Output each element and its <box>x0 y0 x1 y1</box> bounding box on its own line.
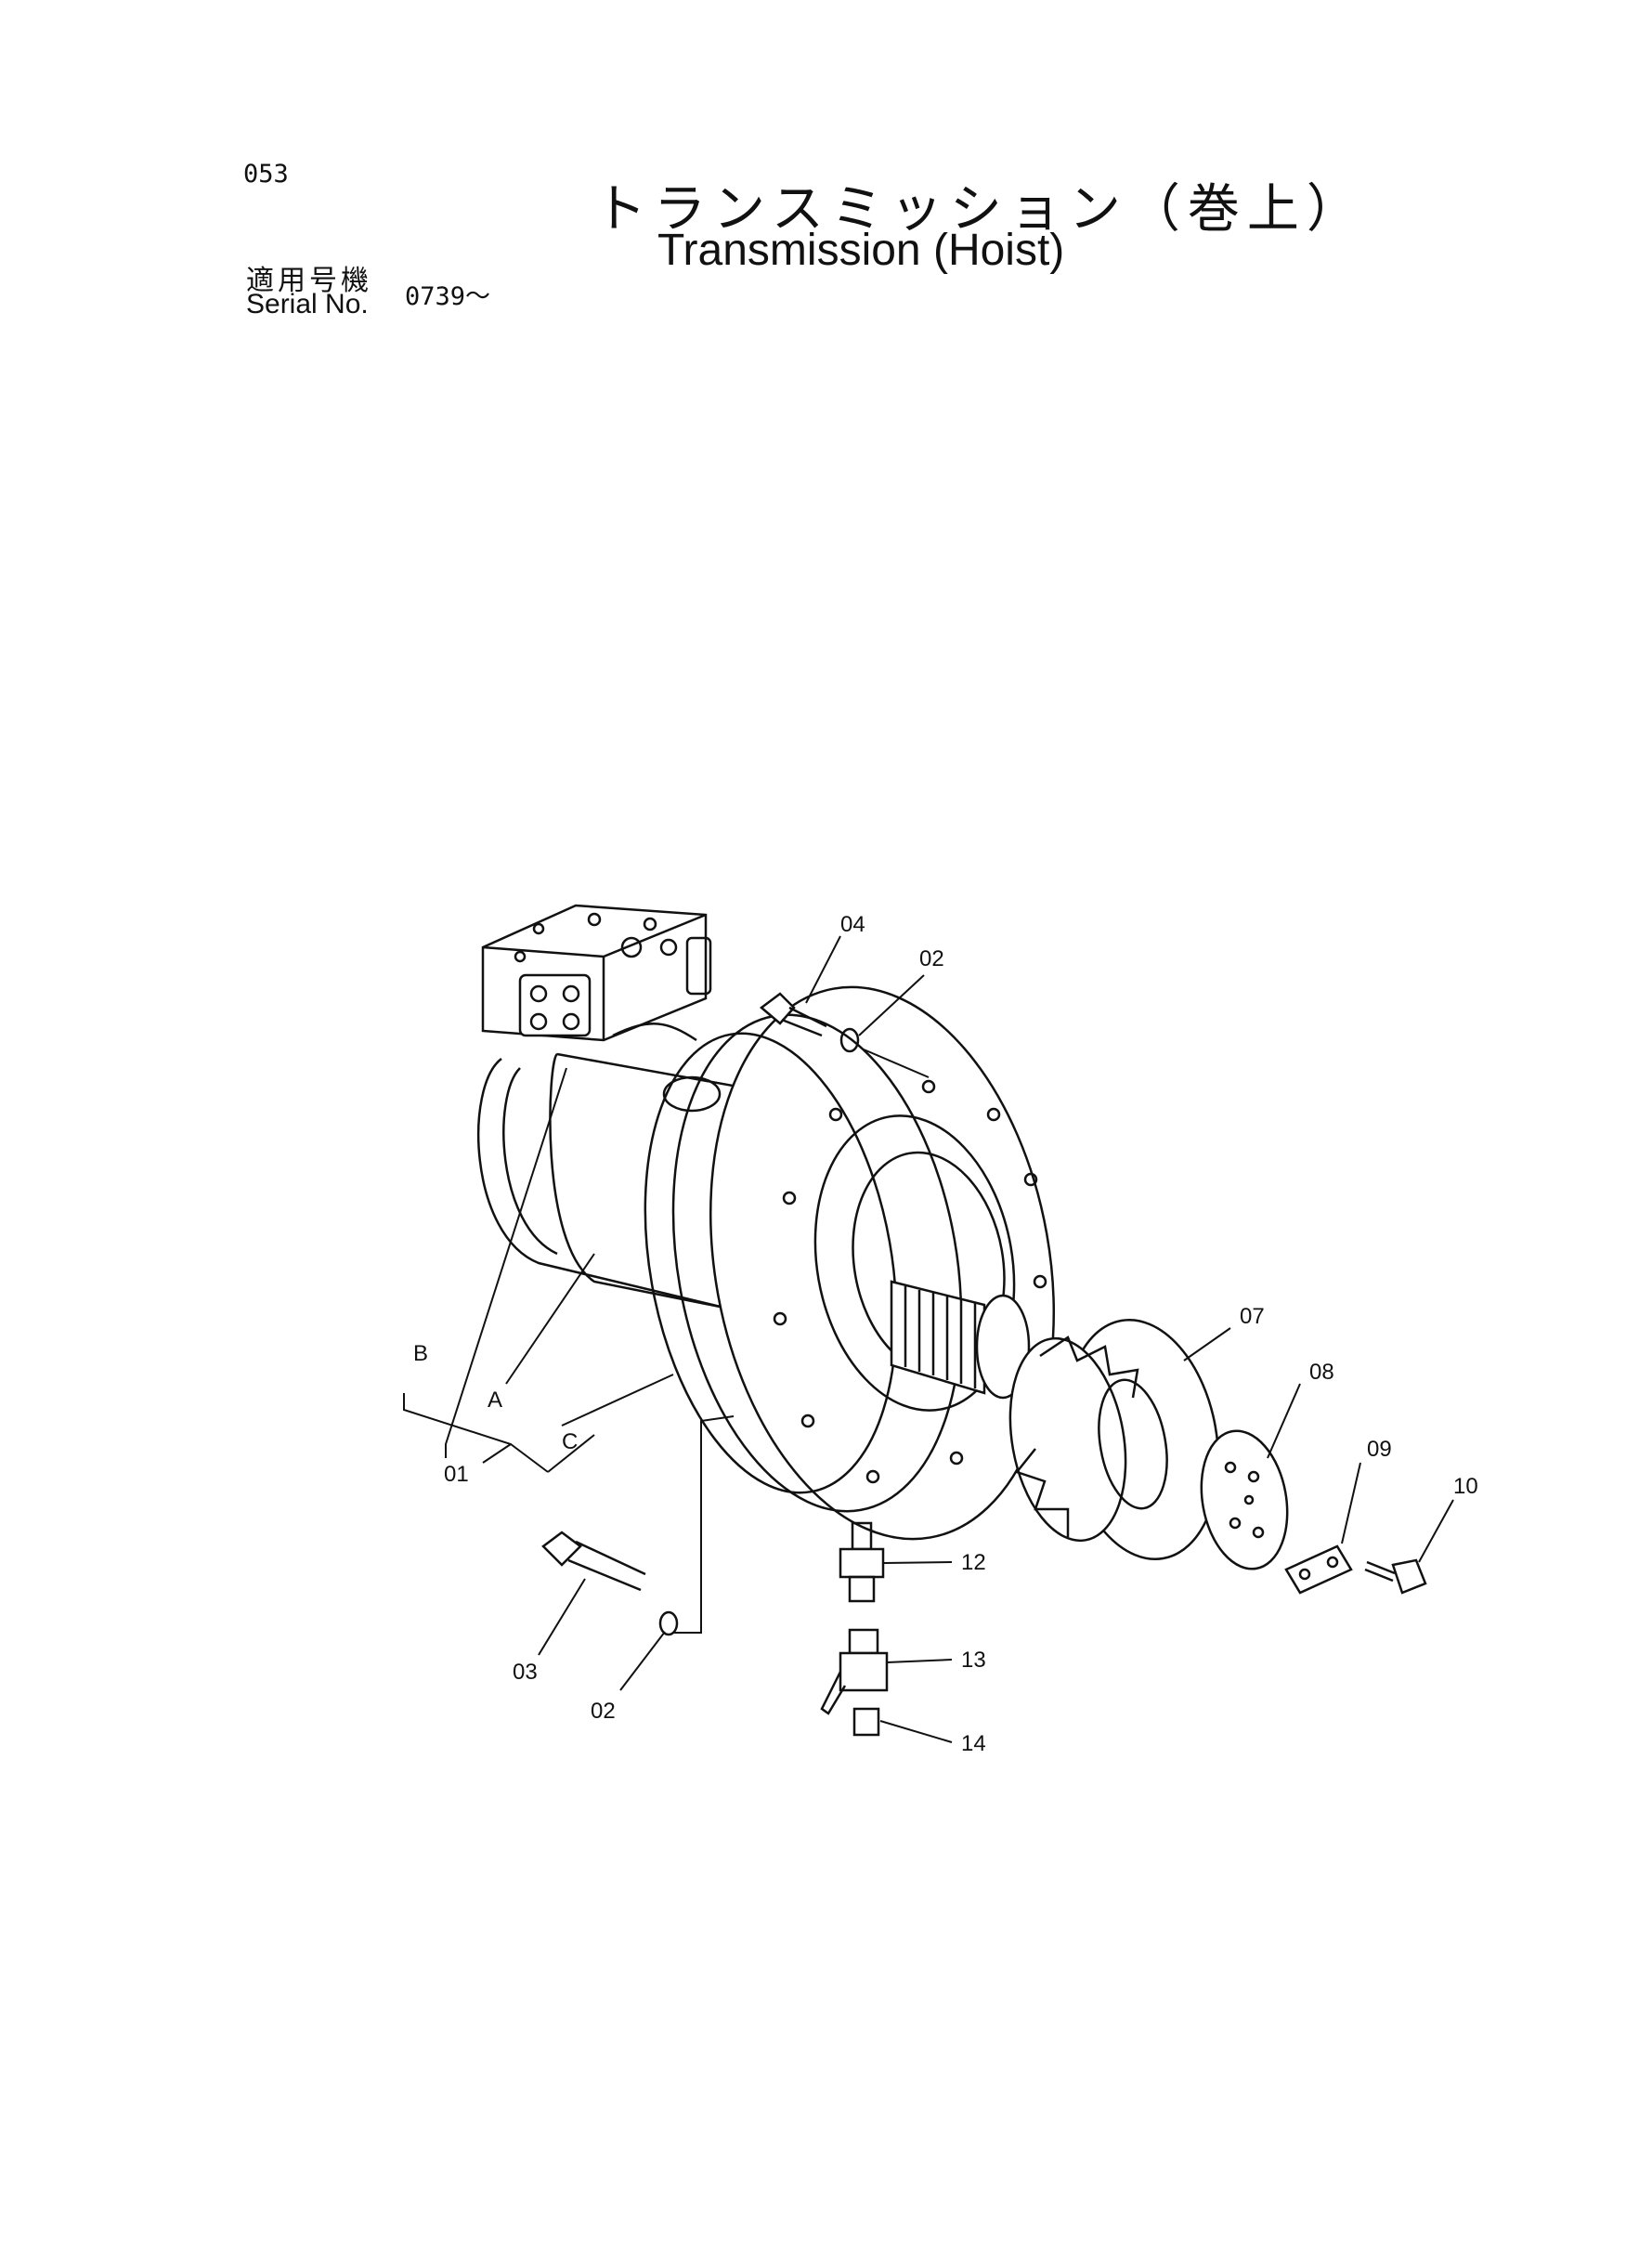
callout-07: 07 <box>1240 1304 1265 1329</box>
callout-c: C <box>562 1429 578 1454</box>
callout-10: 10 <box>1453 1474 1478 1499</box>
lock-plate-09 <box>1284 1544 1353 1595</box>
callout-09: 09 <box>1367 1437 1392 1462</box>
serial-number-value: 0739～ <box>405 282 491 311</box>
callout-08: 08 <box>1309 1360 1334 1385</box>
bolt-10 <box>1364 1558 1427 1595</box>
callout-b: B <box>413 1341 428 1366</box>
callout-14: 14 <box>961 1731 986 1756</box>
valve-block <box>481 904 712 1042</box>
callout-01: 01 <box>444 1462 469 1487</box>
output-flange <box>644 985 1056 1541</box>
callout-13: 13 <box>961 1648 986 1673</box>
callout-02-bottom: 02 <box>591 1699 616 1724</box>
splined-shaft <box>890 1280 1031 1400</box>
bolt-03 <box>541 1531 646 1592</box>
callout-04: 04 <box>840 912 865 937</box>
page-number: 053 <box>243 160 289 189</box>
bolt-04 <box>759 992 827 1037</box>
washer-02-top <box>839 1027 860 1053</box>
serial-label-japanese: 適用号機 <box>246 265 372 297</box>
fitting-12 <box>839 1521 885 1603</box>
callout-a: A <box>488 1388 502 1413</box>
serial-label-english: Serial No. <box>246 289 369 319</box>
washer-02-bottom <box>658 1610 679 1636</box>
page-title-english: Transmission (Hoist) <box>657 226 1065 275</box>
drain-valve-13 <box>820 1628 889 1715</box>
callout-03: 03 <box>513 1660 538 1685</box>
callout-12: 12 <box>961 1550 986 1575</box>
page-title-japanese: トランスミッション（巻上） <box>594 179 1366 240</box>
callout-02-top: 02 <box>919 946 944 971</box>
plate-08 <box>1200 1429 1289 1570</box>
gear-07 <box>1008 1318 1220 1561</box>
plug-14 <box>852 1707 880 1737</box>
